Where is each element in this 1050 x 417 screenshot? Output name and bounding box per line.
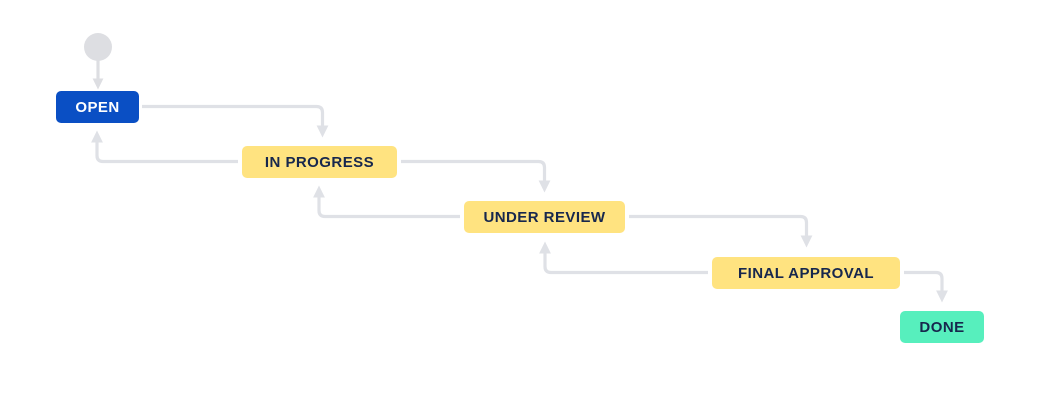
arrowhead-icon [316, 125, 329, 138]
arrowhead-icon [538, 180, 551, 193]
status-node-final-approval-label: FINAL APPROVAL [737, 264, 875, 282]
connector-in-progress-to-under-review [401, 159, 551, 193]
status-node-final-approval[interactable]: FINAL APPROVAL [712, 257, 900, 289]
status-node-in-progress-label: IN PROGRESS [264, 153, 375, 171]
connector-open-to-in-progress [142, 104, 329, 138]
status-node-under-review[interactable]: UNDER REVIEW [464, 201, 625, 233]
connector-in-progress-to-open [91, 130, 238, 164]
status-node-in-progress[interactable]: IN PROGRESS [242, 146, 397, 178]
arrowhead-icon [936, 290, 948, 303]
arrowhead-icon [313, 185, 325, 198]
arrowhead-icon [539, 241, 551, 254]
status-node-done[interactable]: DONE [900, 311, 984, 343]
status-node-done-label: DONE [919, 318, 965, 336]
arrowhead-icon [800, 235, 813, 248]
connector-start-to-open [92, 58, 104, 90]
status-node-under-review-label: UNDER REVIEW [483, 208, 606, 226]
connector-final-approval-to-under-review [539, 241, 708, 275]
status-node-open[interactable]: OPEN [56, 91, 139, 123]
arrowhead-icon [92, 78, 104, 90]
connector-final-approval-to-done [904, 270, 948, 303]
workflow-start-circle-icon [84, 33, 112, 61]
arrowhead-icon [91, 130, 103, 143]
status-node-open-label: OPEN [75, 98, 120, 116]
connector-under-review-to-final-approval [629, 214, 813, 248]
connector-under-review-to-in-progress [313, 185, 460, 219]
